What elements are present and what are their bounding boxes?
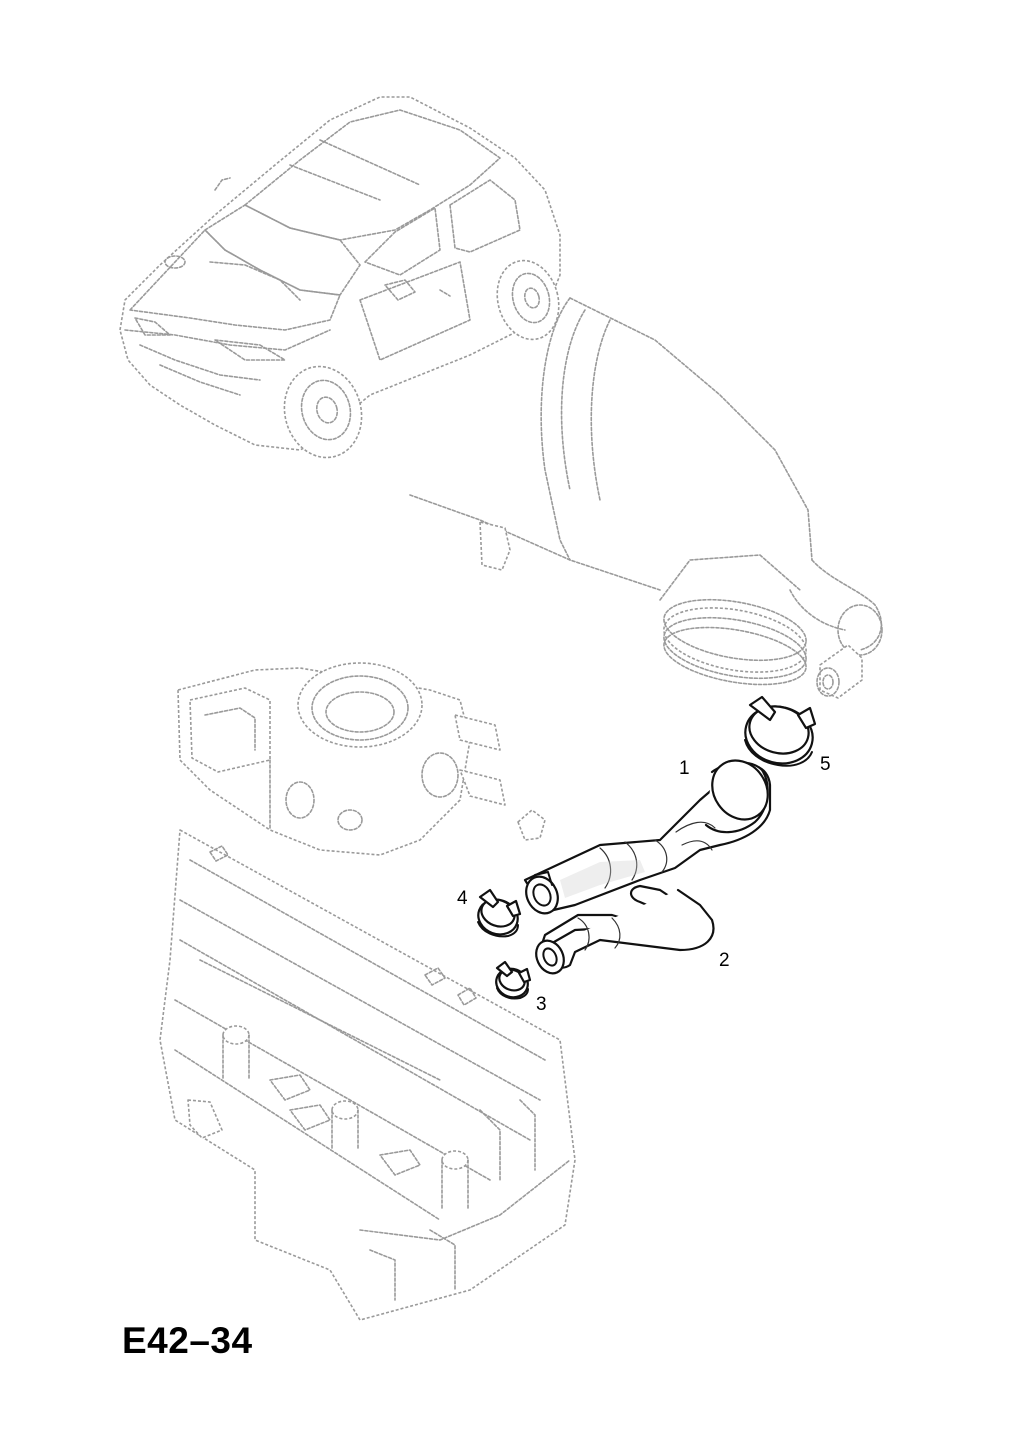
lower-breather-hose bbox=[535, 884, 715, 975]
throttle-body bbox=[177, 662, 546, 856]
callout-3: 3 bbox=[536, 994, 547, 1015]
cylinder-head-cover bbox=[159, 829, 576, 1321]
callout-5: 5 bbox=[820, 754, 831, 775]
callout-1: 1 bbox=[679, 758, 690, 779]
callout-2: 2 bbox=[719, 950, 730, 971]
hose-clamp bbox=[477, 888, 522, 938]
upper-breather-hose bbox=[523, 759, 772, 915]
small-hose-clamp bbox=[495, 960, 532, 1000]
callout-4: 4 bbox=[457, 888, 468, 909]
air-intake-duct bbox=[409, 297, 883, 699]
vehicle-illustration bbox=[119, 96, 561, 459]
large-hose-clamp bbox=[744, 695, 817, 767]
diagram-code: E42–34 bbox=[122, 1320, 253, 1361]
